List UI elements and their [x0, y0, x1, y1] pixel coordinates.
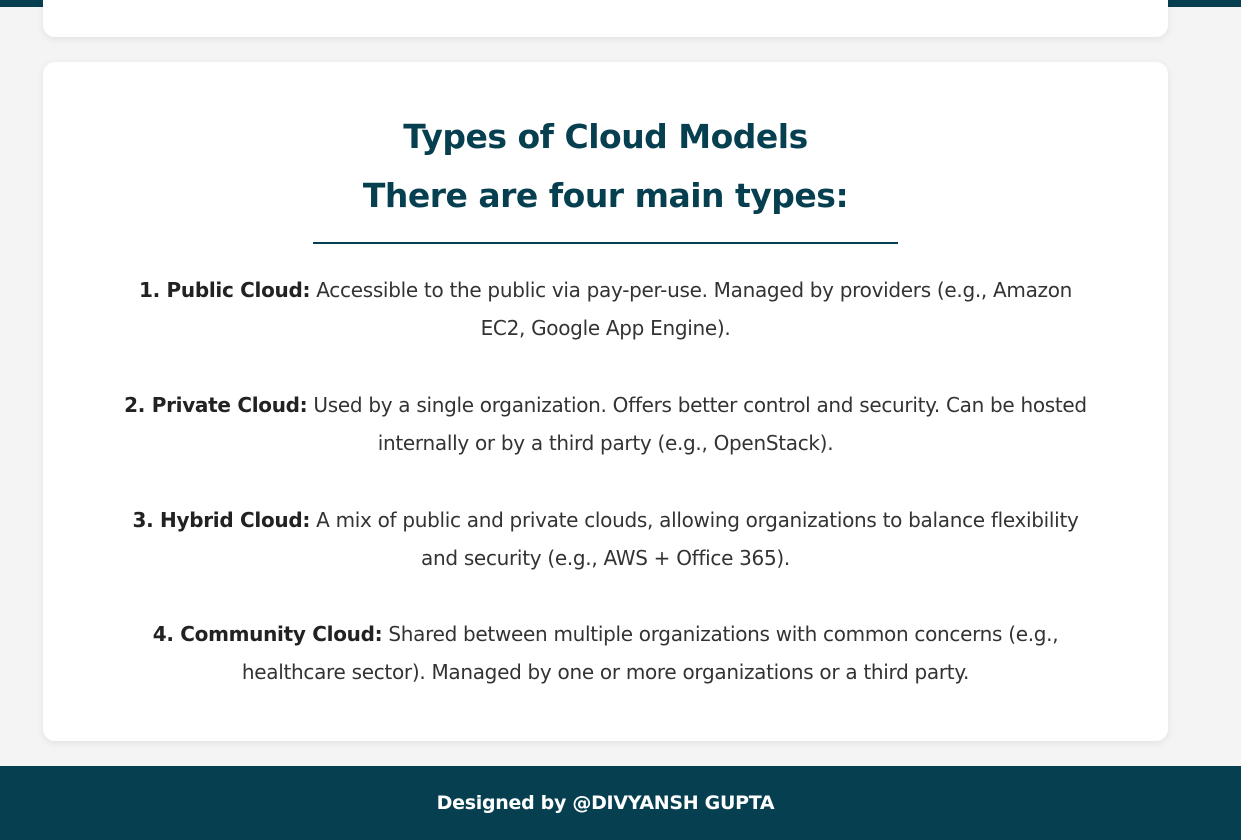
model-description: Used by a single organization. Offers be…	[313, 393, 1087, 455]
title-divider	[313, 242, 898, 244]
cloud-models-card	[43, 62, 1168, 741]
model-description: Accessible to the public via pay-per-use…	[316, 278, 1073, 340]
model-community-cloud: 4. Community Cloud: Shared between multi…	[118, 615, 1093, 691]
model-label: 4. Community Cloud:	[152, 622, 383, 646]
model-description: A mix of public and private clouds, allo…	[316, 508, 1079, 570]
model-hybrid-cloud: 3. Hybrid Cloud: A mix of public and pri…	[118, 501, 1093, 577]
section-subtitle: There are four main types:	[362, 176, 849, 215]
model-description: Shared between multiple organizations wi…	[241, 622, 1059, 684]
model-private-cloud: 2. Private Cloud: Used by a single organ…	[118, 386, 1093, 462]
model-label: 1. Public Cloud:	[138, 278, 311, 302]
model-label: 3. Hybrid Cloud:	[132, 508, 311, 532]
section-title: Types of Cloud Models	[403, 117, 808, 156]
footer-credit: Designed by @DIVYANSH GUPTA	[436, 792, 775, 814]
previous-section-card	[43, 0, 1168, 37]
model-label: 2. Private Cloud:	[124, 393, 308, 417]
model-public-cloud: 1. Public Cloud: Accessible to the publi…	[118, 271, 1093, 347]
page-footer: Designed by @DIVYANSH GUPTA	[0, 766, 1241, 840]
